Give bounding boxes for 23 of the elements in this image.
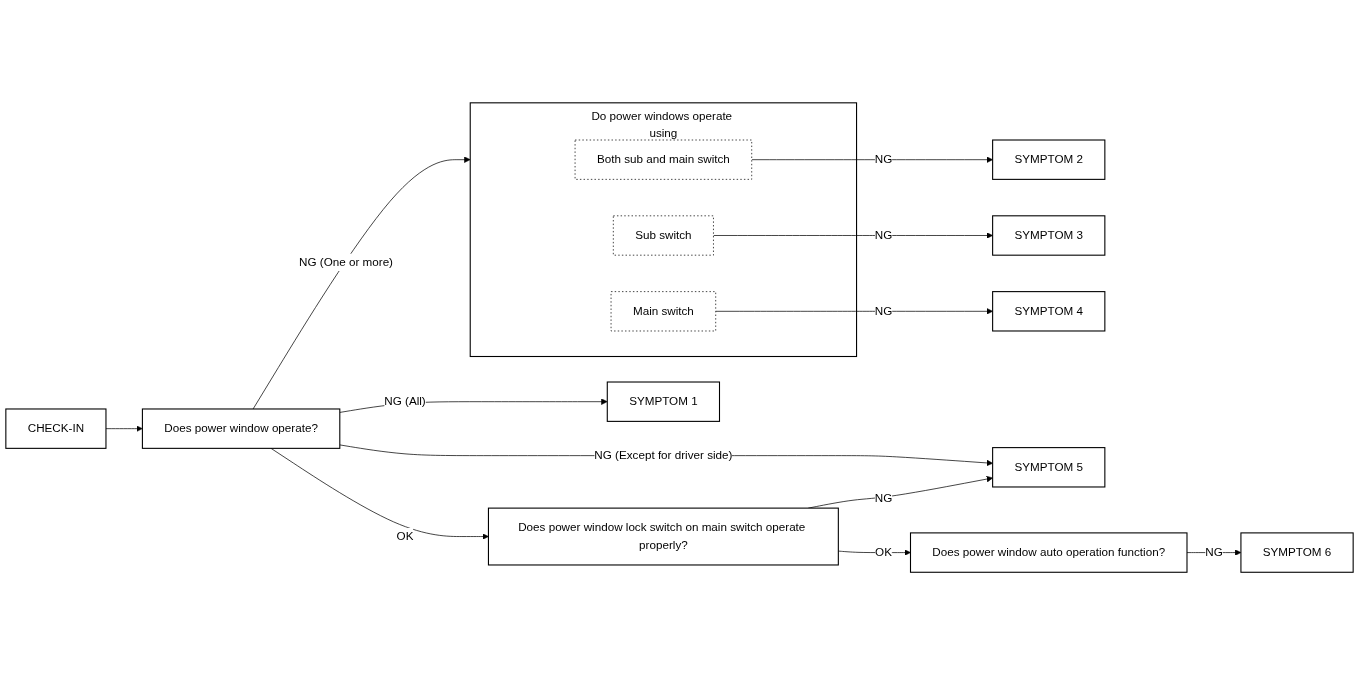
edge-label: NG (Except for driver side)	[594, 449, 733, 462]
edge-label: NG	[874, 492, 893, 505]
node-box: SYMPTOM 3	[992, 215, 1106, 257]
edge-label: OK	[875, 546, 892, 559]
edge-label: NG (All)	[384, 395, 426, 408]
node-box: SYMPTOM 6	[1240, 532, 1354, 574]
node-box: SYMPTOM 1	[606, 381, 721, 423]
node-box: CHECK-IN	[5, 408, 107, 450]
node-box: Does power window lock switch on main switch operate properly?	[487, 508, 839, 566]
edge-label: NG	[874, 229, 893, 242]
edge-label: OK	[396, 530, 414, 543]
node-box: SYMPTOM 4	[992, 291, 1106, 332]
node-box: Does power window operate?	[141, 408, 341, 450]
edge-label: NG	[874, 305, 893, 318]
node-box: Sub switch	[612, 215, 714, 256]
edge-label: NG (One or more)	[299, 256, 394, 269]
node-box: SYMPTOM 5	[992, 447, 1106, 488]
node-box: Both sub and main switch	[574, 140, 753, 181]
node-box: Does power window auto operation function?	[909, 532, 1188, 574]
node-box: Main switch	[610, 291, 717, 332]
edge-label: NG	[1205, 546, 1223, 559]
edge-label: NG	[874, 153, 893, 166]
node-box: SYMPTOM 2	[992, 139, 1106, 181]
